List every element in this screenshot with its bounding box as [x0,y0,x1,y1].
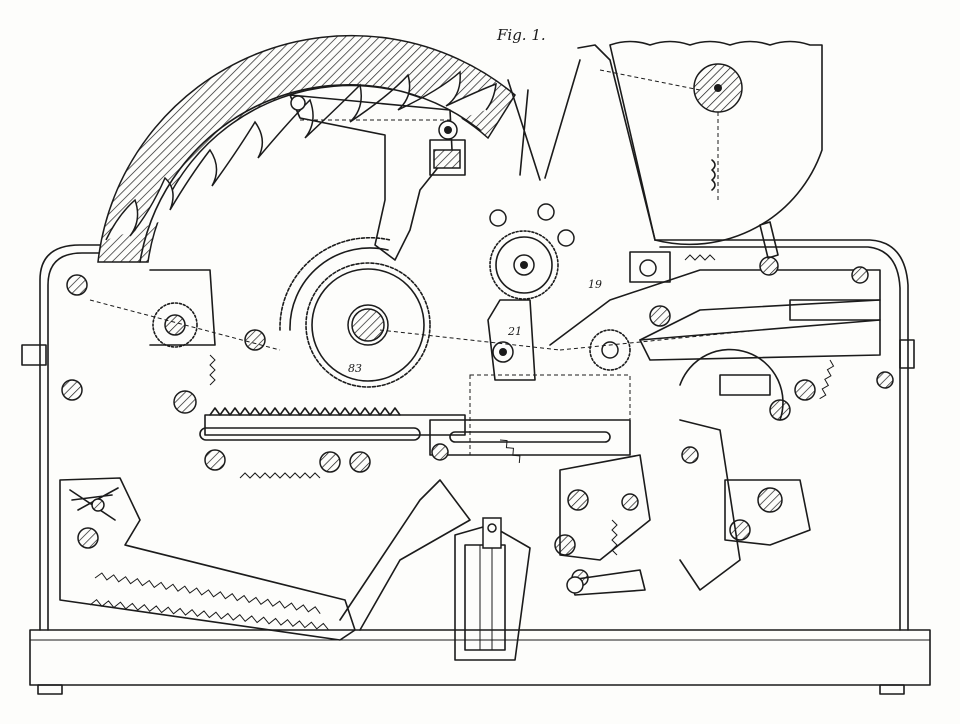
dashed-guides [89,69,761,351]
slide-bar [429,374,631,456]
vertical-arm: 21 [487,299,536,381]
right-mechanism [629,221,881,421]
ribbon-roller: 19 [489,59,602,300]
key-plunger [454,517,531,661]
horizontal-rack [199,407,466,441]
lower-levers [59,419,811,641]
roller-label-19: 19 [588,278,602,291]
left-pinion [149,269,216,348]
print-drum [577,40,823,246]
left-ratchet [69,487,119,521]
arm-label-21: 21 [507,325,522,338]
springs [89,254,835,631]
toothed-sector [97,34,516,263]
right-pawl-gear [549,269,881,371]
casing-frame [21,239,915,631]
figure-title: Fig. 1. [496,26,546,44]
gear-label-83: 83 [348,362,362,375]
sector-arm [289,94,466,261]
main-gear: 83 [279,237,431,388]
